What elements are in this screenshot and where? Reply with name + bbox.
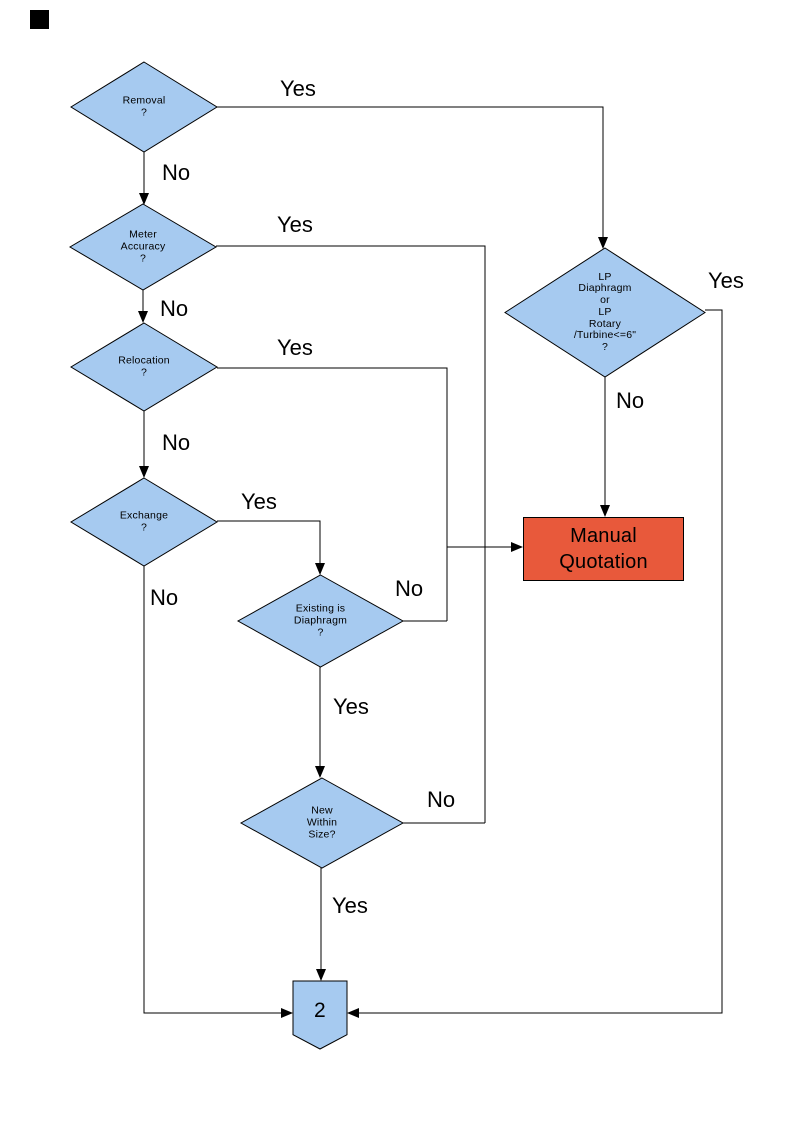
edge-label-removal-no: No (162, 160, 191, 185)
edge-label-exchange-yes: Yes (241, 489, 277, 514)
decision-relocation: Relocation ? (71, 323, 217, 411)
edge-label-relocation-no: No (162, 430, 191, 455)
edge-label-lp-no: No (616, 388, 645, 413)
arrowhead-into-manual-quotation-top (600, 505, 610, 517)
edge-label-new-within-size-yes: Yes (332, 893, 368, 918)
edge-label-existing-no: No (395, 576, 424, 601)
edge-label-meter-accuracy-no: No (160, 296, 189, 321)
edge-label-lp-yes: Yes (708, 268, 744, 293)
decision-removal-label: Removal ? (122, 94, 166, 118)
arrowhead-into-nws-top (315, 766, 325, 778)
edge-exchange-no-line (143, 566, 282, 1014)
decision-removal: Removal ? (71, 62, 217, 152)
arrowhead-into-meter-accuracy (139, 193, 149, 205)
decision-meter-accuracy: Meter Accuracy ? (70, 204, 216, 290)
edge-label-meter-accuracy-yes: Yes (277, 212, 313, 237)
arrowhead-into-connector-left (281, 1008, 293, 1018)
arrowhead-into-relocation (138, 311, 148, 323)
decision-exchange: Exchange ? (71, 478, 217, 566)
edge-label-new-within-size-no: No (427, 787, 456, 812)
edge-removal-yes-line (217, 106, 604, 238)
edge-label-relocation-yes: Yes (277, 335, 313, 360)
connector-2: 2 (293, 981, 347, 1049)
arrowhead-into-manual-quotation-left (511, 542, 523, 552)
arrowhead-into-existing-top (315, 563, 325, 575)
decision-lp-diaphragm-or-lp-rotary-label: LP Diaphragm or LP Rotary /Turbine<=6" ? (573, 270, 637, 353)
edge-lp-yes-line (358, 309, 723, 1014)
decision-existing-is-diaphragm-label: Existing is Diaphragm ? (293, 602, 348, 638)
edge-label-exchange-no: No (150, 585, 179, 610)
decision-new-within-size-label: New Within Size? (306, 804, 338, 840)
edge-label-existing-yes: Yes (333, 694, 369, 719)
connector-2-label: 2 (314, 999, 326, 1023)
arrowhead-into-connector-top (316, 969, 326, 981)
corner-marker-square (30, 10, 49, 29)
edge-exchange-yes-line (217, 520, 321, 564)
arrowhead-into-lp-top (598, 237, 608, 249)
edge-meter-accuracy-yes-line (216, 245, 486, 823)
decision-meter-accuracy-label: Meter Accuracy ? (120, 228, 166, 264)
decision-existing-is-diaphragm: Existing is Diaphragm ? (238, 575, 403, 667)
arrowhead-into-exchange (139, 466, 149, 478)
decision-lp-diaphragm-or-lp-rotary: LP Diaphragm or LP Rotary /Turbine<=6" ? (505, 248, 705, 377)
decision-relocation-label: Relocation ? (118, 354, 170, 378)
edge-relocation-yes-line (217, 367, 448, 621)
process-manual-quotation-label: Manual Quotation (559, 525, 648, 573)
decision-exchange-label: Exchange ? (119, 509, 169, 533)
decision-new-within-size: New Within Size? (241, 778, 403, 868)
arrowhead-into-connector-right (347, 1008, 359, 1018)
edge-label-removal-yes: Yes (280, 76, 316, 101)
process-manual-quotation: Manual Quotation (523, 517, 684, 581)
